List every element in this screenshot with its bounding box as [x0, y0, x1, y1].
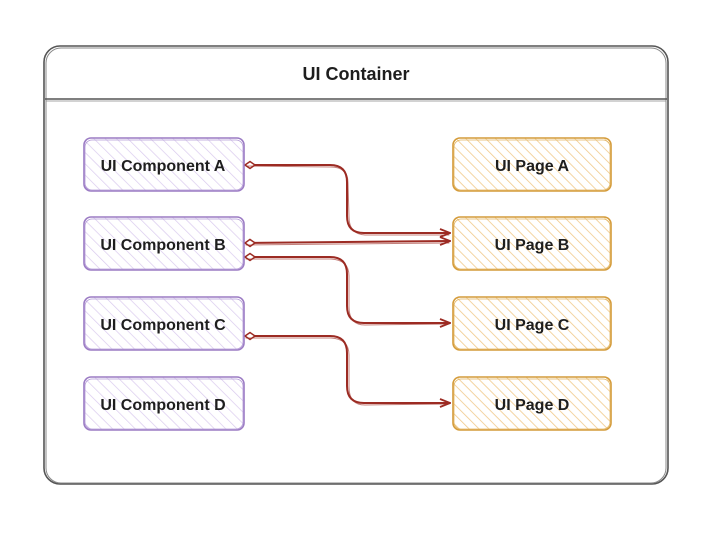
ui-container: UI Container [43, 45, 669, 485]
component-a[interactable]: UI Component A [83, 137, 245, 192]
component-b-label: UI Component B [100, 237, 225, 254]
page-d[interactable]: UI Page D [452, 376, 612, 431]
connector-component-c-to-page-d [244, 336, 451, 403]
page-b-label: UI Page B [495, 237, 570, 254]
page-c-label: UI Page C [495, 317, 570, 334]
page-d-label: UI Page D [495, 397, 570, 414]
component-b[interactable]: UI Component B [83, 216, 245, 271]
component-d[interactable]: UI Component D [83, 376, 245, 431]
connector-component-b-to-page-b [245, 241, 451, 243]
container-title: UI Container [302, 64, 409, 84]
connectors [244, 165, 451, 405]
page-a[interactable]: UI Page A [452, 137, 612, 192]
connector-component-b-to-page-c [244, 257, 451, 323]
connector-component-a-to-page-b [244, 165, 451, 233]
page-a-label: UI Page A [495, 158, 570, 175]
component-d-label: UI Component D [100, 397, 225, 414]
component-c-label: UI Component C [100, 317, 226, 334]
component-c[interactable]: UI Component C [83, 296, 245, 351]
page-b[interactable]: UI Page B [452, 216, 612, 271]
component-a-label: UI Component A [101, 158, 226, 175]
page-c[interactable]: UI Page C [452, 296, 612, 351]
